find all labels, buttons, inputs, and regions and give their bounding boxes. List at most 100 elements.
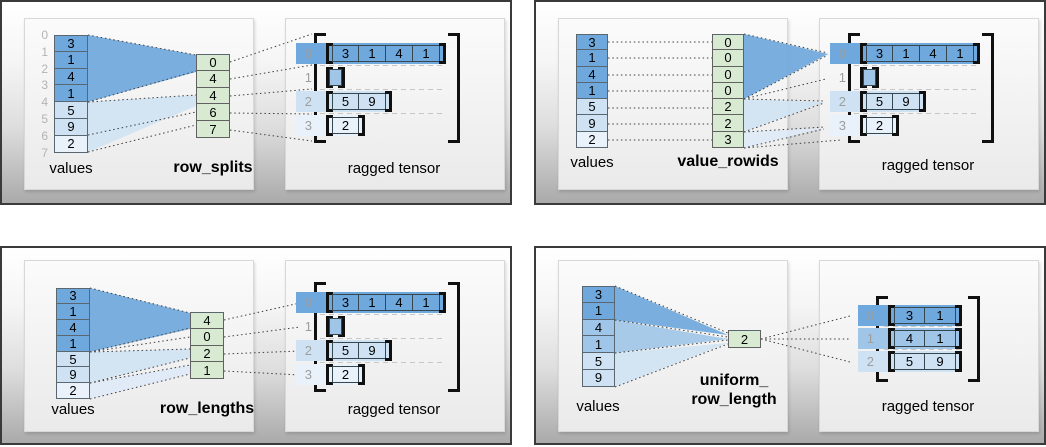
tensor-label: ragged tensor xyxy=(347,160,441,177)
dotted-connector xyxy=(229,129,313,142)
tensor-label: ragged tensor xyxy=(881,398,975,415)
connector-graphics xyxy=(87,33,444,153)
row-index: 3 xyxy=(838,118,846,133)
method-cell: 6 xyxy=(196,104,230,122)
empty-row-cell xyxy=(329,69,342,86)
row-index: 0 xyxy=(838,46,846,61)
tensor-row-empty: 1 xyxy=(296,67,345,88)
value-index: 3 xyxy=(41,78,48,93)
tensor-close-bracket xyxy=(968,296,980,382)
row-open-bracket xyxy=(326,43,333,64)
value-cell: 4 xyxy=(582,319,615,337)
value-cell: 1 xyxy=(582,302,615,320)
funnel-light xyxy=(744,99,824,132)
row-open-bracket xyxy=(326,91,333,112)
value-index: 1 xyxy=(41,44,48,59)
dotted-connector xyxy=(229,64,313,80)
dotted-connector xyxy=(760,338,851,363)
value-index: 6 xyxy=(41,128,48,143)
value-cell: 4 xyxy=(54,68,88,86)
value-cell: 1 xyxy=(54,51,88,69)
row-close-bracket xyxy=(955,305,962,326)
method-cell: 2 xyxy=(728,330,761,348)
row-open-bracket xyxy=(860,67,867,88)
method-cell: 0 xyxy=(190,328,224,346)
method-cell: 0 xyxy=(712,82,744,100)
row-open-bracket xyxy=(326,115,333,136)
connector-graphics xyxy=(608,33,978,149)
tensor-cell: 9 xyxy=(893,93,920,110)
tensor-row-empty: 1 xyxy=(830,67,879,88)
row-index: 3 xyxy=(304,118,312,133)
value-index: 7 xyxy=(41,145,48,160)
value-cell: 9 xyxy=(56,367,90,384)
method-cell: 2 xyxy=(190,345,224,363)
tensor-cell: 4 xyxy=(386,45,413,62)
row-close-bracket xyxy=(439,43,446,64)
method-cell: 0 xyxy=(712,66,744,83)
method-cell: 2 xyxy=(712,115,744,132)
tensor-cell: 4 xyxy=(386,294,413,311)
tensor-cell: 3 xyxy=(866,45,893,62)
row-index: 1 xyxy=(304,70,312,85)
funnel-light xyxy=(90,349,190,383)
value-cell: 9 xyxy=(576,115,608,132)
value-cell: 5 xyxy=(582,353,615,370)
dotted-connector xyxy=(743,139,842,149)
method-cell: 0 xyxy=(712,50,744,67)
value-cell: 2 xyxy=(56,383,90,400)
row-close-bracket xyxy=(338,316,345,337)
row-index: 3 xyxy=(304,367,312,382)
row-index: 1 xyxy=(866,331,874,346)
row-index: 2 xyxy=(304,94,312,109)
empty-row-cell xyxy=(329,318,342,335)
funnel-mid xyxy=(615,320,728,353)
value-cell: 4 xyxy=(576,66,608,83)
value-cell: 1 xyxy=(582,336,615,354)
tensor-cell: 1 xyxy=(413,294,440,311)
funnel-dark xyxy=(744,34,828,99)
value-cell: 3 xyxy=(56,288,90,304)
method-cell: 2 xyxy=(712,99,744,116)
dotted-connector xyxy=(760,315,851,340)
dotted-connector xyxy=(229,33,313,63)
tensor-open-bracket xyxy=(848,33,860,143)
value-cell: 1 xyxy=(56,336,90,352)
method-label: row_splits xyxy=(173,159,253,176)
row-close-bracket xyxy=(385,340,392,361)
tensor-cell: 1 xyxy=(359,45,386,62)
value-index: 0 xyxy=(41,28,48,42)
tensor-open-bracket xyxy=(314,282,326,392)
row-close-bracket xyxy=(955,351,962,372)
dotted-connector xyxy=(229,112,313,115)
row-open-bracket xyxy=(326,316,333,337)
funnel-dark xyxy=(90,288,190,352)
tensor-row-empty: 1 xyxy=(296,316,345,337)
tensor-cell: 4 xyxy=(894,330,925,347)
tensor-cell: 5 xyxy=(866,93,893,110)
dotted-connector xyxy=(223,326,301,338)
value-cell: 4 xyxy=(56,320,90,336)
row-open-bracket xyxy=(860,43,867,64)
tensor-cell: 2 xyxy=(332,366,359,383)
tensor-cell: 5 xyxy=(332,93,359,110)
row-index: 0 xyxy=(304,295,312,310)
funnel-light xyxy=(88,95,196,152)
value-index: 2 xyxy=(41,61,48,76)
tensor-cell: 2 xyxy=(332,117,359,134)
